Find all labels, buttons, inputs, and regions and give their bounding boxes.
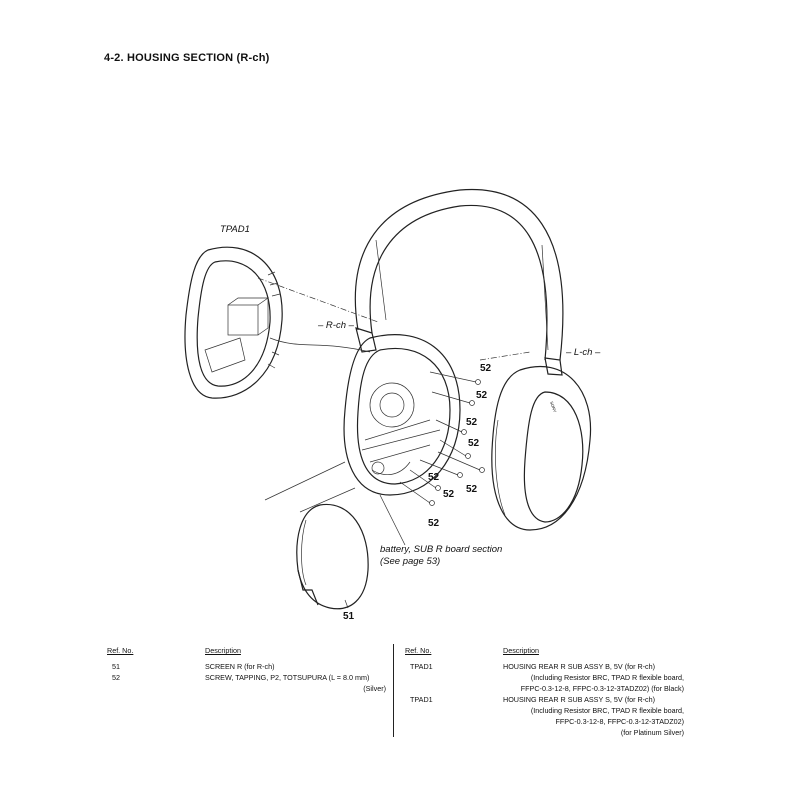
callout-52: 52 [466, 484, 478, 495]
ref-tpad1-silver: TPAD1 [410, 695, 433, 704]
table-divider [393, 644, 394, 737]
left-earcup: SONY [491, 365, 592, 531]
header-ref-no: Ref. No. [405, 646, 432, 655]
header-ref-no: Ref. No. [107, 646, 134, 655]
desc-tpad1-black-cont1: (Including Resistor BRC, TPAD R flexible… [530, 673, 684, 682]
section-title: 4-2. HOUSING SECTION (R-ch) [104, 52, 270, 64]
label-see-page: (See page 53) [380, 556, 440, 567]
desc-52: SCREW, TAPPING, P2, TOTSUPURA (L = 8.0 m… [205, 673, 370, 682]
leader-lines [257, 277, 531, 609]
callout-51: 51 [343, 611, 355, 622]
callout-52: 52 [428, 472, 440, 483]
header-description: Description [503, 646, 539, 655]
label-l-ch: – L-ch – [565, 347, 601, 358]
desc-tpad1-black: HOUSING REAR R SUB ASSY B, 5V (for R-ch) [503, 662, 656, 671]
exploded-view-diagram: SONY [184, 188, 601, 622]
callout-52: 52 [480, 363, 492, 374]
svg-text:SONY: SONY [549, 401, 558, 414]
ref-tpad1-black: TPAD1 [410, 662, 433, 671]
label-tpad1: TPAD1 [220, 224, 250, 235]
tpad1-housing-rear [184, 246, 283, 399]
desc-tpad1-silver-cont3: (for Platinum Silver) [620, 728, 684, 737]
desc-52-cont: (Silver) [363, 684, 386, 693]
ref-52: 52 [112, 673, 120, 682]
right-housing [343, 334, 461, 496]
label-battery-section: battery, SUB R board section [380, 544, 502, 555]
callout-52: 52 [466, 417, 478, 428]
label-r-ch: – R-ch – [317, 320, 355, 331]
desc-tpad1-black-cont2: FFPC-0.3-12-8, FFPC-0.3-12-3TADZ02) (for… [520, 684, 684, 693]
screen-r [296, 503, 369, 610]
callout-52: 52 [476, 390, 488, 401]
callout-52: 52 [428, 518, 440, 529]
desc-tpad1-silver-cont1: (Including Resistor BRC, TPAD R flexible… [530, 706, 684, 715]
desc-tpad1-silver: HOUSING REAR R SUB ASSY S, 5V (for R-ch) [503, 695, 656, 704]
callout-52: 52 [443, 489, 455, 500]
ref-51: 51 [112, 662, 120, 671]
desc-51: SCREEN R (for R-ch) [205, 662, 275, 671]
callout-52: 52 [468, 438, 480, 449]
screws-52 [399, 371, 485, 506]
headband [354, 188, 564, 376]
header-description: Description [205, 646, 241, 655]
desc-tpad1-silver-cont2: FFPC-0.3-12-8, FFPC-0.3-12-3TADZ02) [555, 717, 684, 726]
